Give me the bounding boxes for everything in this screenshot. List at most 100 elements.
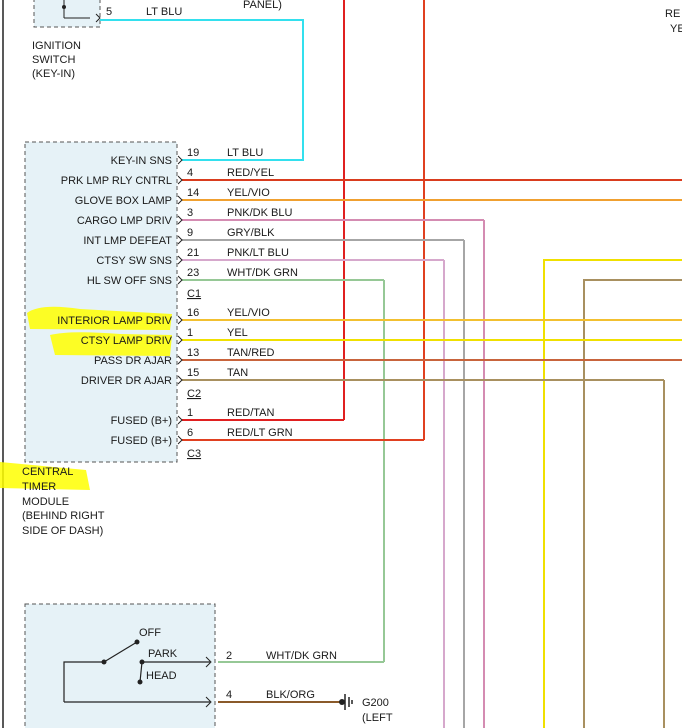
ctm-pin-chevron-icon — [177, 255, 183, 265]
ground-g200-icon — [339, 694, 353, 710]
highlight-interior-lamp — [27, 306, 172, 330]
ctm-pin-number: 4 — [187, 167, 193, 179]
ctm-wire-label: LT BLU — [227, 147, 263, 159]
ctm-pin-chevron-icon — [177, 155, 183, 165]
ctm-pin-function: FUSED (B+) — [111, 435, 172, 447]
ctm-pin-function: INTERIOR LAMP DRIV — [57, 315, 172, 327]
ctm-pin-chevron-icon — [177, 315, 183, 325]
ctm-pin-number: 6 — [187, 427, 193, 439]
ctm-pin-chevron-icon — [177, 435, 183, 445]
headlamp-switch-box — [24, 603, 216, 728]
central-timer-module-box — [24, 141, 178, 463]
right-fragment-label: RE — [665, 8, 680, 20]
connector-tag-c3: C3 — [187, 448, 201, 460]
headlamp-pin-chevron-icon — [205, 696, 212, 708]
ctm-pin-chevron-icon — [177, 335, 183, 345]
ctm-pin-number: 19 — [187, 147, 199, 159]
headlamp-pin-number: 2 — [226, 650, 232, 662]
ctm-pin-number: 21 — [187, 247, 199, 259]
ctm-pin-chevron-icon — [177, 275, 183, 285]
headlamp-switch-blade — [103, 641, 138, 663]
headlamp-pin-chevron-icon — [205, 656, 212, 668]
ignition-switch-label: SWITCH — [32, 54, 75, 66]
ctm-pin-number: 3 — [187, 207, 193, 219]
ignition-switch: 5 LT BLU PANEL) RE YE IGNITION SWITCH (K… — [32, 0, 682, 80]
headlamp-internal-wire — [139, 661, 143, 683]
panel-fragment-label: PANEL) — [243, 0, 282, 11]
wire-tan-right-branch — [583, 279, 682, 728]
right-fragment-label: YE — [670, 23, 682, 35]
ground-note: (LEFT — [362, 712, 393, 724]
ctm-pin-chevron-icon — [177, 175, 183, 185]
ignition-switch-label: IGNITION — [32, 40, 81, 52]
ctm-pin-number: 16 — [187, 307, 199, 319]
ignition-contact-dot — [62, 5, 66, 9]
headlamp-pivot-dot — [101, 659, 107, 665]
ctm-pin-chevron-icon — [177, 215, 183, 225]
headlamp-wire-label: WHT/DK GRN — [266, 650, 337, 662]
ctm-pin-chevron-icon — [177, 415, 183, 425]
ctm-pin-chevron-icon — [177, 195, 183, 205]
ctm-wire-label: YEL/VIO — [227, 307, 270, 319]
headlamp-position-park: PARK — [148, 648, 178, 660]
ctm-label-line: (BEHIND RIGHT — [22, 510, 105, 522]
ctm-pin-number: 9 — [187, 227, 193, 239]
ctm-pin-number: 15 — [187, 367, 199, 379]
ctm-pin-function: CARGO LMP DRIV — [77, 215, 173, 227]
ctm-wire-label: PNK/DK BLU — [227, 207, 292, 219]
ctm-label-line: MODULE — [22, 496, 69, 508]
ctm-pin-number: 13 — [187, 347, 199, 359]
wire-yel-right-branch — [543, 259, 682, 728]
ctm-pin-chevron-icon — [177, 235, 183, 245]
highlight-ctsy-lamp — [50, 332, 172, 356]
ctm-label-line: SIDE OF DASH) — [22, 525, 103, 537]
ctm-pin-function: KEY-IN SNS — [111, 155, 172, 167]
ctm-pin-function: DRIVER DR AJAR — [81, 375, 172, 387]
ctm-wire-label: TAN — [227, 367, 248, 379]
headlamp-position-off: OFF — [139, 627, 161, 639]
connector-tag-c2: C2 — [187, 388, 201, 400]
ignition-switch-box — [33, 0, 101, 28]
ctm-wire-label: YEL/VIO — [227, 187, 270, 199]
ignition-switch-label: (KEY-IN) — [32, 68, 75, 80]
ignition-wire-label: LT BLU — [146, 6, 182, 18]
ctm-pin-function: GLOVE BOX LAMP — [75, 195, 172, 207]
ctm-pin-function: PRK LMP RLY CNTRL — [61, 175, 172, 187]
wire-lt-blu-ignition — [100, 19, 304, 161]
ctm-pin-chevron-icon — [177, 375, 183, 385]
ctm-wire-label: WHT/DK GRN — [227, 267, 298, 279]
ctm-wire-label: TAN/RED — [227, 347, 275, 359]
ground-label: G200 — [362, 697, 389, 709]
ctm-horizontal-wires — [182, 179, 682, 441]
ignition-pin-chevron-icon — [95, 13, 101, 23]
ctm-pin-chevron-icon — [177, 355, 183, 365]
ctm-wire-label: PNK/LT BLU — [227, 247, 289, 259]
ctm-pin-function: HL SW OFF SNS — [87, 275, 172, 287]
ignition-pin-number: 5 — [106, 6, 112, 18]
ctm-pin-function: FUSED (B+) — [111, 415, 172, 427]
ctm-pin-number: 14 — [187, 187, 199, 199]
ctm-pin-function: CTSY LAMP DRIV — [81, 335, 173, 347]
ctm-wire-label: YEL — [227, 327, 248, 339]
central-timer-module-label: CENTRAL TIMER MODULE (BEHIND RIGHT SIDE … — [22, 466, 105, 537]
ctm-wire-label: GRY/BLK — [227, 227, 275, 239]
headlamp-position-head: HEAD — [146, 670, 177, 682]
headlamp-wire-label: BLK/ORG — [266, 689, 315, 701]
highlighter-marks — [0, 306, 172, 490]
ctm-pin-number: 1 — [187, 327, 193, 339]
ctm-pin-function: CTSY SW SNS — [96, 255, 172, 267]
highlight-ctm-label — [0, 462, 90, 490]
connector-tag-c1: C1 — [187, 288, 201, 300]
headlamp-internal-wire — [63, 661, 104, 702]
ctm-pin-number: 23 — [187, 267, 199, 279]
headlamp-switch: OFF PARK HEAD — [24, 603, 216, 728]
ctm-wire-label: RED/YEL — [227, 167, 274, 179]
ctm-label-line: CENTRAL — [22, 466, 73, 478]
ctm-pin-function: PASS DR AJAR — [94, 355, 172, 367]
ctm-connector-tags: C1 C2 C3 — [187, 288, 201, 460]
headlamp-pin-number: 4 — [226, 689, 232, 701]
ctm-wire-label: RED/TAN — [227, 407, 275, 419]
ctm-pin-function: INT LMP DEFEAT — [83, 235, 172, 247]
